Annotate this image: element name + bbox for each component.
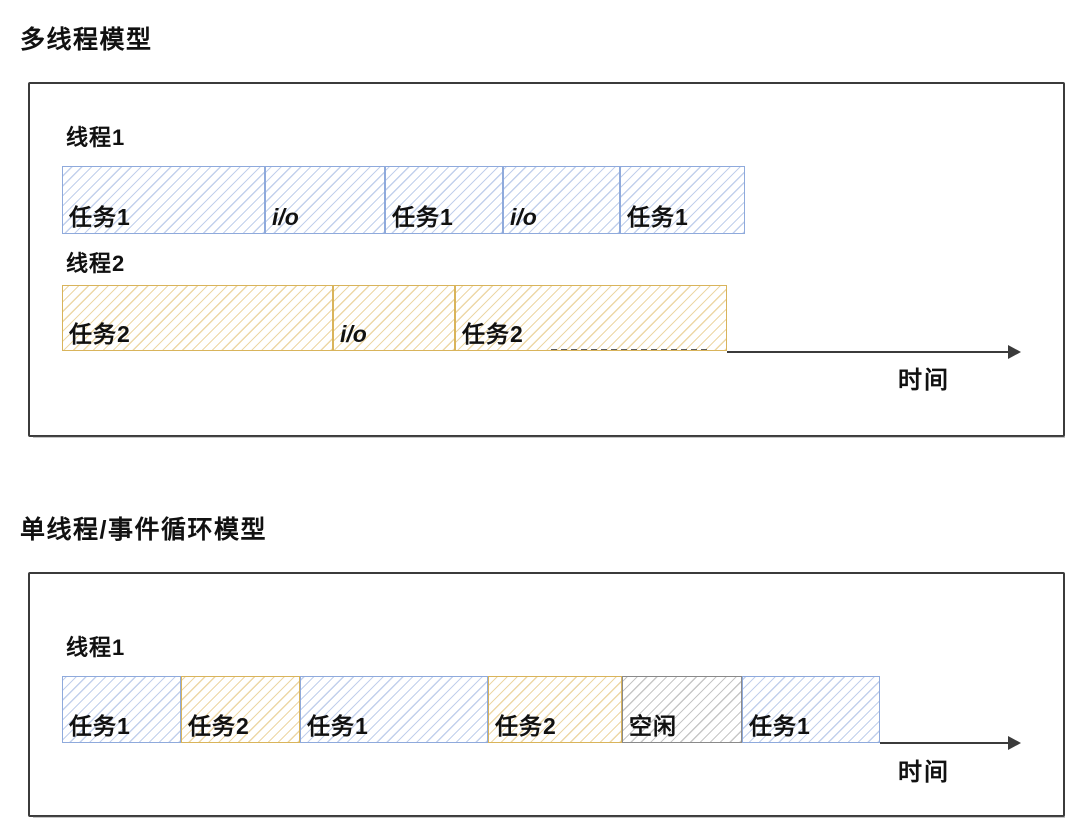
timeline-block-label: 任务2	[188, 713, 250, 739]
timeline-block[interactable]: 任务2	[181, 676, 300, 743]
timeline-block-label: 任务1	[307, 713, 369, 739]
time-axis-label: 时间	[898, 367, 950, 394]
time-axis-line	[727, 351, 1010, 353]
timeline-block-label: 任务2	[69, 321, 131, 347]
timeline-block[interactable]: 空闲	[622, 676, 742, 743]
timeline-block-label: 任务1	[392, 204, 454, 230]
timeline-block[interactable]: i/o	[265, 166, 385, 234]
timeline-block-label: 任务2	[495, 713, 557, 739]
lane-label: 线程2	[66, 251, 126, 276]
timeline-block-label: 任务1	[69, 204, 131, 230]
timeline-block[interactable]: i/o	[333, 285, 455, 351]
arrow-head-icon	[1008, 345, 1021, 359]
time-axis-line	[880, 742, 1010, 744]
timeline-block-label: 任务1	[69, 713, 131, 739]
lane-label: 线程1	[66, 125, 126, 150]
timeline-block[interactable]: 任务2	[62, 285, 333, 351]
timeline-block-label: 空闲	[629, 713, 677, 739]
section-frame	[28, 82, 1065, 438]
section-title: 单线程/事件循环模型	[20, 516, 267, 544]
timeline-block-label: i/o	[340, 321, 367, 347]
section-title: 多线程模型	[20, 26, 153, 54]
timeline-block[interactable]: 任务1	[62, 676, 181, 743]
timeline-block[interactable]: 任务2	[455, 285, 727, 351]
timeline-block-label: 任务1	[627, 204, 689, 230]
timeline-block[interactable]: 任务1	[385, 166, 503, 234]
timeline-block-label: i/o	[510, 204, 537, 230]
timeline-block[interactable]: 任务1	[742, 676, 880, 743]
lane-label: 线程1	[66, 635, 126, 660]
timeline-block[interactable]: 任务2	[488, 676, 622, 743]
timeline-block[interactable]: 任务1	[300, 676, 488, 743]
timeline-block-label: 任务2	[462, 321, 524, 347]
timeline-block[interactable]: 任务1	[62, 166, 265, 234]
timeline-block-label: i/o	[272, 204, 299, 230]
time-axis-label: 时间	[898, 759, 950, 786]
timeline-block[interactable]: i/o	[503, 166, 620, 234]
arrow-head-icon	[1008, 736, 1021, 750]
timeline-block-label: 任务1	[749, 713, 811, 739]
timeline-block[interactable]: 任务1	[620, 166, 745, 234]
